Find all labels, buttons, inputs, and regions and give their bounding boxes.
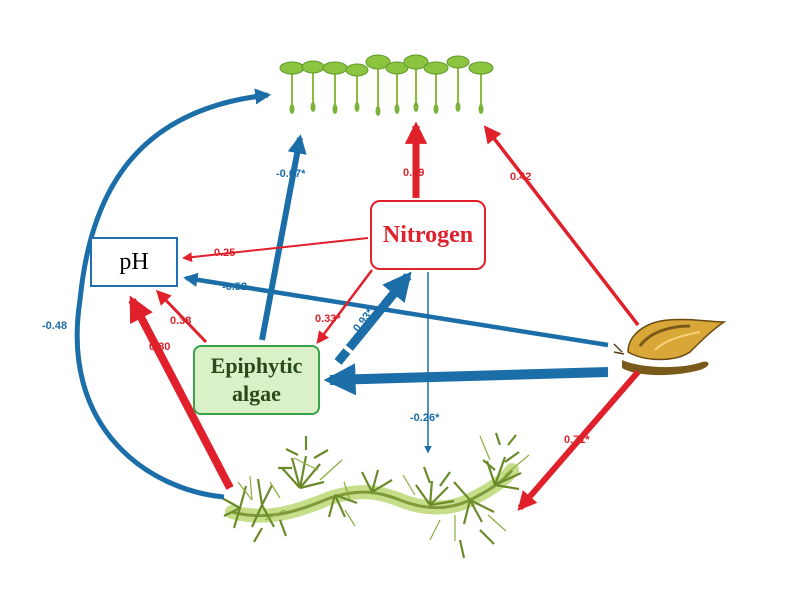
algae-label-line1: Epiphytic: [210, 353, 303, 378]
coef-snail-ph: -0.52: [222, 281, 248, 293]
nitrogen-label: Nitrogen: [382, 221, 474, 248]
coef-nitrogen-ph: 0.25: [214, 247, 236, 259]
ph-node: pH: [90, 237, 178, 287]
arrow-nitrogen-to-ph: [182, 237, 369, 263]
coef-snail-macrophyte: 0.71*: [564, 434, 590, 446]
coef-snail-seedlings: 0.42: [510, 171, 532, 183]
arrow-snail-to-seedlings: [483, 125, 640, 327]
arrow-algae-to-ph: [155, 289, 208, 344]
epiphytic-algae-node: Epiphytic algae: [193, 345, 320, 415]
coef-nitrogen-macrophyte: -0.26*: [410, 412, 440, 424]
macrophyte-icon: [221, 432, 530, 559]
coef-snail-algae: -0.82*: [370, 374, 400, 386]
arrow-macrophyte-to-ph: [128, 295, 234, 490]
coef-algae-seedlings: -0.67*: [276, 168, 306, 180]
arrow-snail-to-algae: [323, 363, 609, 396]
arrow-algae-to-nitrogen: [334, 271, 412, 365]
arrow-macrophyte-to-seedlings: [74, 88, 272, 500]
coef-nitrogen-seedlings: 0.59: [403, 167, 425, 179]
coef-nitrogen-algae: 0.33*: [315, 313, 341, 325]
arrow-snail-to-ph: [183, 272, 609, 348]
coef-macrophyte-ph: 0.80: [149, 341, 171, 353]
algae-label-line2: algae: [232, 381, 281, 406]
arrow-algae-to-seedlings: [259, 134, 307, 341]
coef-macrophyte-seedlings: -0.48: [42, 320, 68, 332]
arrow-nitrogen-to-algae: [316, 269, 373, 344]
nitrogen-node: Nitrogen: [370, 200, 486, 270]
plant-seedlings-icon: [279, 54, 494, 116]
arrow-snail-to-macrophyte: [517, 370, 641, 511]
ph-label: pH: [119, 248, 149, 275]
snail-icon: [613, 318, 727, 376]
coef-algae-ph: 0.38: [170, 315, 192, 327]
